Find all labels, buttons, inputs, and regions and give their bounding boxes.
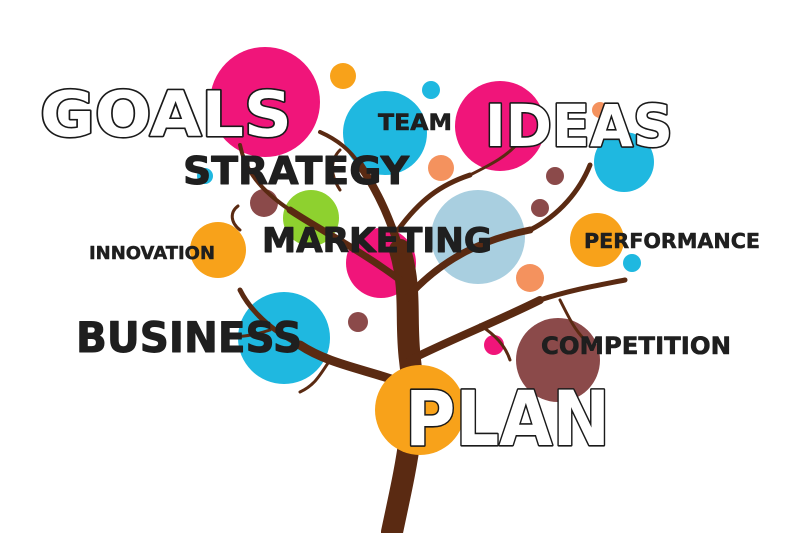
branch-center-up (356, 161, 404, 254)
twig-6 (478, 323, 512, 362)
circle-orange-small (330, 63, 356, 89)
circle-orange-performance (570, 213, 624, 267)
twig-4 (223, 328, 272, 339)
word-marketing: MARKETING (262, 221, 492, 261)
circle-cyan-tiny (422, 81, 440, 99)
word-plan: PLAN (405, 374, 610, 463)
twig-2 (468, 138, 522, 177)
word-cloud: GOALS TEAM IDEAS STRATEGY INNOVATION MAR… (38, 76, 760, 464)
circle-cyan-performance (623, 254, 641, 272)
word-team: TEAM (378, 111, 452, 136)
branch-right-low (406, 296, 544, 364)
circle-salmon-mid (428, 155, 454, 181)
twig-7 (230, 204, 242, 232)
branch-left-mid (286, 206, 404, 284)
branch-right-up (527, 162, 593, 233)
branch-left-up (238, 143, 292, 212)
word-strategy: STRATEGY (183, 149, 409, 193)
twig-5 (298, 358, 332, 394)
circle-orange-plan (375, 365, 465, 455)
word-business: BUSINESS (76, 313, 302, 362)
circle-cyan-right (594, 132, 654, 192)
twig-3 (558, 298, 587, 342)
circle-mauve-right (546, 167, 564, 185)
circle-salmon-small (592, 102, 608, 118)
word-ideas: IDEAS (485, 92, 673, 160)
circle-cyan-strategy (197, 168, 213, 184)
branch-center-up-2 (318, 130, 362, 167)
branch-right-low-2 (537, 277, 628, 303)
circle-orange-innovation (190, 222, 246, 278)
branch-center-right (395, 172, 473, 233)
branch-right-mid (401, 226, 534, 304)
circle-mauve-small (348, 312, 368, 332)
foreground-circles (375, 365, 465, 455)
branch-left-low-2 (237, 287, 303, 348)
word-goals: GOALS (40, 78, 292, 151)
word-performance: PERFORMANCE (584, 229, 760, 253)
circle-magenta-goals (210, 47, 320, 157)
circle-magenta-ideas (455, 81, 545, 171)
twig-1 (331, 148, 342, 192)
circle-mauve-right-2 (531, 199, 549, 217)
circle-cyan-team (343, 91, 427, 175)
word-competition: COMPETITION (541, 332, 731, 360)
circle-mauve-competition (516, 318, 600, 402)
word-innovation: INNOVATION (89, 243, 215, 264)
circle-salmon-right (516, 264, 544, 292)
circle-mauve-left (250, 189, 278, 217)
